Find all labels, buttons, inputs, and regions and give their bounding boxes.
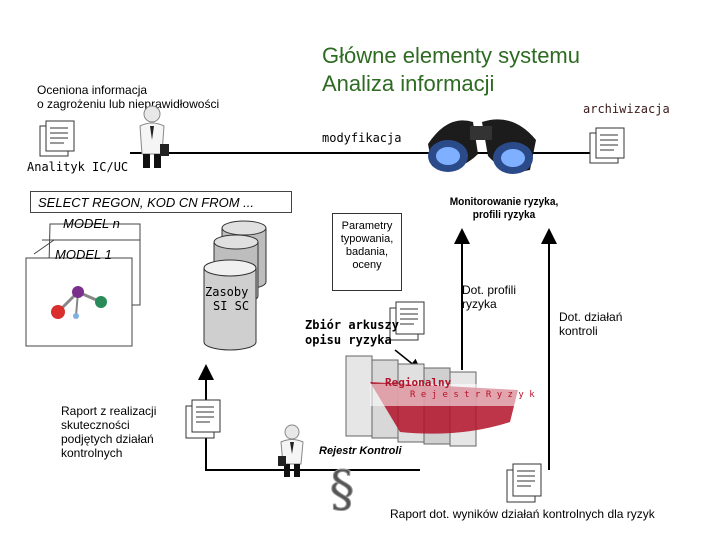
monitorowanie-label: Monitorowanie ryzyka, profili ryzyka <box>436 196 572 222</box>
model-1-label: MODEL 1 <box>55 247 112 262</box>
parametry-line1: Parametry <box>341 220 393 232</box>
modyfikacja-label: modyfikacja <box>322 131 402 145</box>
binoculars-icon <box>428 119 536 174</box>
analityk-label: Analityk IC/UC <box>27 160 129 174</box>
raport-realizacji-label: Raport z realizacji skuteczności podjęty… <box>61 404 156 460</box>
svg-text:§: § <box>330 460 355 518</box>
zasoby-label: Zasoby SI SC <box>205 285 249 313</box>
binder-icon <box>345 355 518 447</box>
raport-dot-document-icon <box>506 463 542 503</box>
dot-profili-line2: ryzyka <box>462 297 497 311</box>
oceniona-label: Oceniona informacja o zagrożeniu lub nie… <box>37 83 219 111</box>
zasoby-line2: SI SC <box>213 299 250 313</box>
zasoby-line1: Zasoby <box>205 285 249 299</box>
raport-dot-label: Raport dot. wyników działań kontrolnych … <box>390 507 655 521</box>
raport-line4: kontrolnych <box>61 446 123 460</box>
raport-line1: Raport z realizacji <box>61 404 157 418</box>
parametry-line4: oceny <box>352 259 382 271</box>
zbior-document-icon <box>389 301 425 341</box>
monitorowanie-line1: Monitorowanie ryzyka, <box>449 196 559 208</box>
monitorowanie-line2: profili ryzyka <box>472 209 536 221</box>
dot-dzialan-line1: Dot. działań <box>559 310 623 324</box>
raport-document-icon <box>185 399 221 439</box>
zbior-label: Zbiór arkuszy opisu ryzyka <box>305 318 399 348</box>
paragraph-icon: § <box>329 460 355 519</box>
page-title: Główne elementy systemu Analiza informac… <box>322 43 580 96</box>
oceniona-line2: o zagrożeniu lub nieprawidłowości <box>37 97 220 111</box>
sql-query-box: SELECT REGON, KOD CN FROM ... <box>30 191 292 213</box>
raport-line3: podjętych działań <box>61 432 154 446</box>
person-icon-bottom <box>278 424 304 477</box>
zbior-line1: Zbiór arkuszy <box>305 318 399 332</box>
person-icon <box>139 105 169 168</box>
dot-dzialan-line2: kontroli <box>559 324 598 338</box>
parametry-line3: badania, <box>345 246 389 258</box>
document-icon <box>39 120 75 157</box>
archiwizacja-label: archiwizacja <box>583 102 670 116</box>
zbior-line2: opisu ryzyka <box>305 333 392 347</box>
model-documents <box>25 223 141 347</box>
raport-line2: skuteczności <box>61 418 130 432</box>
rejestr-kontroli-label: Rejestr Kontroli <box>319 445 402 457</box>
database-icon <box>203 220 267 351</box>
dot-profili-line1: Dot. profili <box>462 283 517 297</box>
rejestr-ryzyk-label: R e j e s t r R y z y k <box>410 390 535 400</box>
molecule-icon <box>51 286 107 319</box>
oceniona-line1: Oceniona informacja <box>37 83 148 97</box>
dot-dzialan-label: Dot. działań kontroli <box>559 310 622 338</box>
regionalny-label: Regionalny <box>385 376 452 389</box>
dot-profili-label: Dot. profili ryzyka <box>462 283 516 311</box>
parametry-line2: typowania, <box>340 233 394 245</box>
parametry-box: Parametry typowania, badania, oceny <box>332 213 402 291</box>
model-n-label: MODEL n <box>63 216 120 231</box>
archive-document-icon <box>589 127 625 164</box>
